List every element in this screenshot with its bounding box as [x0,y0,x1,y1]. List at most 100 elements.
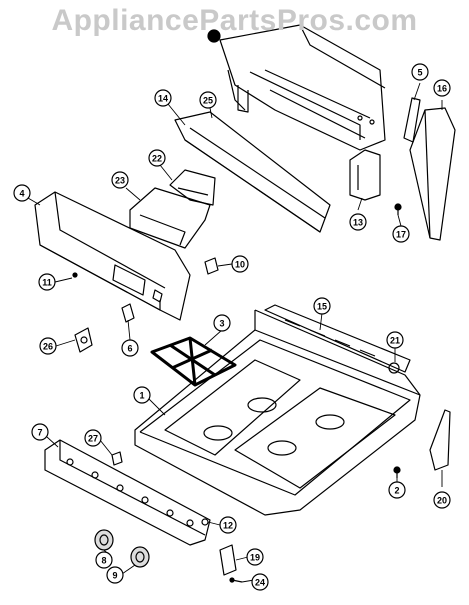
callout-number: 22 [152,154,162,164]
callout-number: 25 [203,96,213,106]
callout-circle [38,273,56,291]
callout-circle [13,184,31,202]
callout-number: 1 [139,391,144,401]
callout-20: 20 [433,491,451,509]
callout-22: 22 [148,149,166,167]
callout-1: 1 [133,386,151,404]
callout-25: 25 [199,91,217,109]
clip-part-27 [111,451,123,466]
callout-11: 11 [38,273,56,291]
callout-15: 15 [313,297,331,315]
callout-circle [231,255,249,273]
callout-14: 14 [154,89,172,107]
callout-circle [392,225,410,243]
bracket-part-13 [349,149,381,201]
callout-number: 24 [255,578,265,588]
callout-circle [106,566,124,584]
callout-circle [154,89,172,107]
callout-19: 19 [246,548,264,566]
screw-part-24 [229,577,243,583]
callout-number: 11 [42,278,52,288]
callout-10: 10 [231,255,249,273]
grate-part-3 [150,336,237,387]
callout-number: 5 [417,68,422,78]
callout-circle [84,429,102,447]
callout-circle [148,149,166,167]
callout-26: 26 [39,337,57,355]
callout-circle [433,491,451,509]
callout-number: 2 [394,486,399,496]
callout-9: 9 [106,566,124,584]
callout-number: 13 [353,218,363,228]
callout-number: 27 [88,434,98,444]
callout-number: 19 [250,553,260,563]
knob-part-9 [130,546,150,568]
switch-part-6 [121,303,135,323]
callout-circle [349,213,367,231]
callout-number: 26 [43,342,53,352]
grommet-part-12 [201,518,209,526]
callout-circle [213,314,231,332]
leader-lines [27,82,443,583]
callout-21: 21 [386,331,404,349]
callout-circle [388,481,406,499]
callout-number: 10 [235,260,245,270]
vent-strip-part-15 [264,304,411,373]
callout-labels: 1234567891011121314151617192021222324252… [13,63,451,591]
callout-number: 17 [396,230,406,240]
callout-circle [31,423,49,441]
callout-number: 7 [37,428,42,438]
callout-number: 3 [219,319,224,329]
callout-number: 12 [223,521,233,531]
callout-8: 8 [95,551,113,569]
manifold-rail-part-7 [44,439,211,546]
callout-number: 14 [158,94,168,104]
display-part-23 [129,187,211,249]
callout-number: 23 [115,176,125,186]
callout-number: 8 [101,556,106,566]
callout-27: 27 [84,429,102,447]
callout-6: 6 [121,339,139,357]
side-strip-part-20 [429,409,451,471]
callout-circle [433,79,451,97]
callout-circle [39,337,57,355]
callout-circle [95,551,113,569]
bracket-part-5 [403,97,421,143]
screw-part-17 [394,203,402,215]
bracket-part-19 [219,544,237,576]
callout-4: 4 [13,184,31,202]
callout-number: 20 [437,496,447,506]
knob-part-8 [94,529,114,551]
control-panel-part-4 [34,191,191,321]
callout-circle [411,63,429,81]
callout-17: 17 [392,225,410,243]
callout-circle [313,297,331,315]
display-part-22 [169,169,216,206]
cooktop-part-1 [134,309,421,516]
callout-circle [386,331,404,349]
side-trim-part-16 [409,107,456,241]
screw-part-2 [393,466,401,478]
clip-part-10 [204,257,219,275]
callout-number: 16 [437,84,447,94]
callout-23: 23 [111,171,129,189]
igniter-part-26 [74,327,93,353]
callout-number: 4 [19,189,24,199]
callout-7: 7 [31,423,49,441]
panel-part-14-25 [174,111,331,233]
callout-circle [246,548,264,566]
callout-circle [133,386,151,404]
callout-number: 21 [390,336,400,346]
callout-12: 12 [219,516,237,534]
callout-number: 15 [317,302,327,312]
callout-3: 3 [213,314,231,332]
callout-number: 9 [112,571,117,581]
callout-2: 2 [388,481,406,499]
callout-circle [199,91,217,109]
callout-circle [121,339,139,357]
callout-5: 5 [411,63,429,81]
callout-24: 24 [251,573,269,591]
grommet-part-21 [388,362,400,374]
